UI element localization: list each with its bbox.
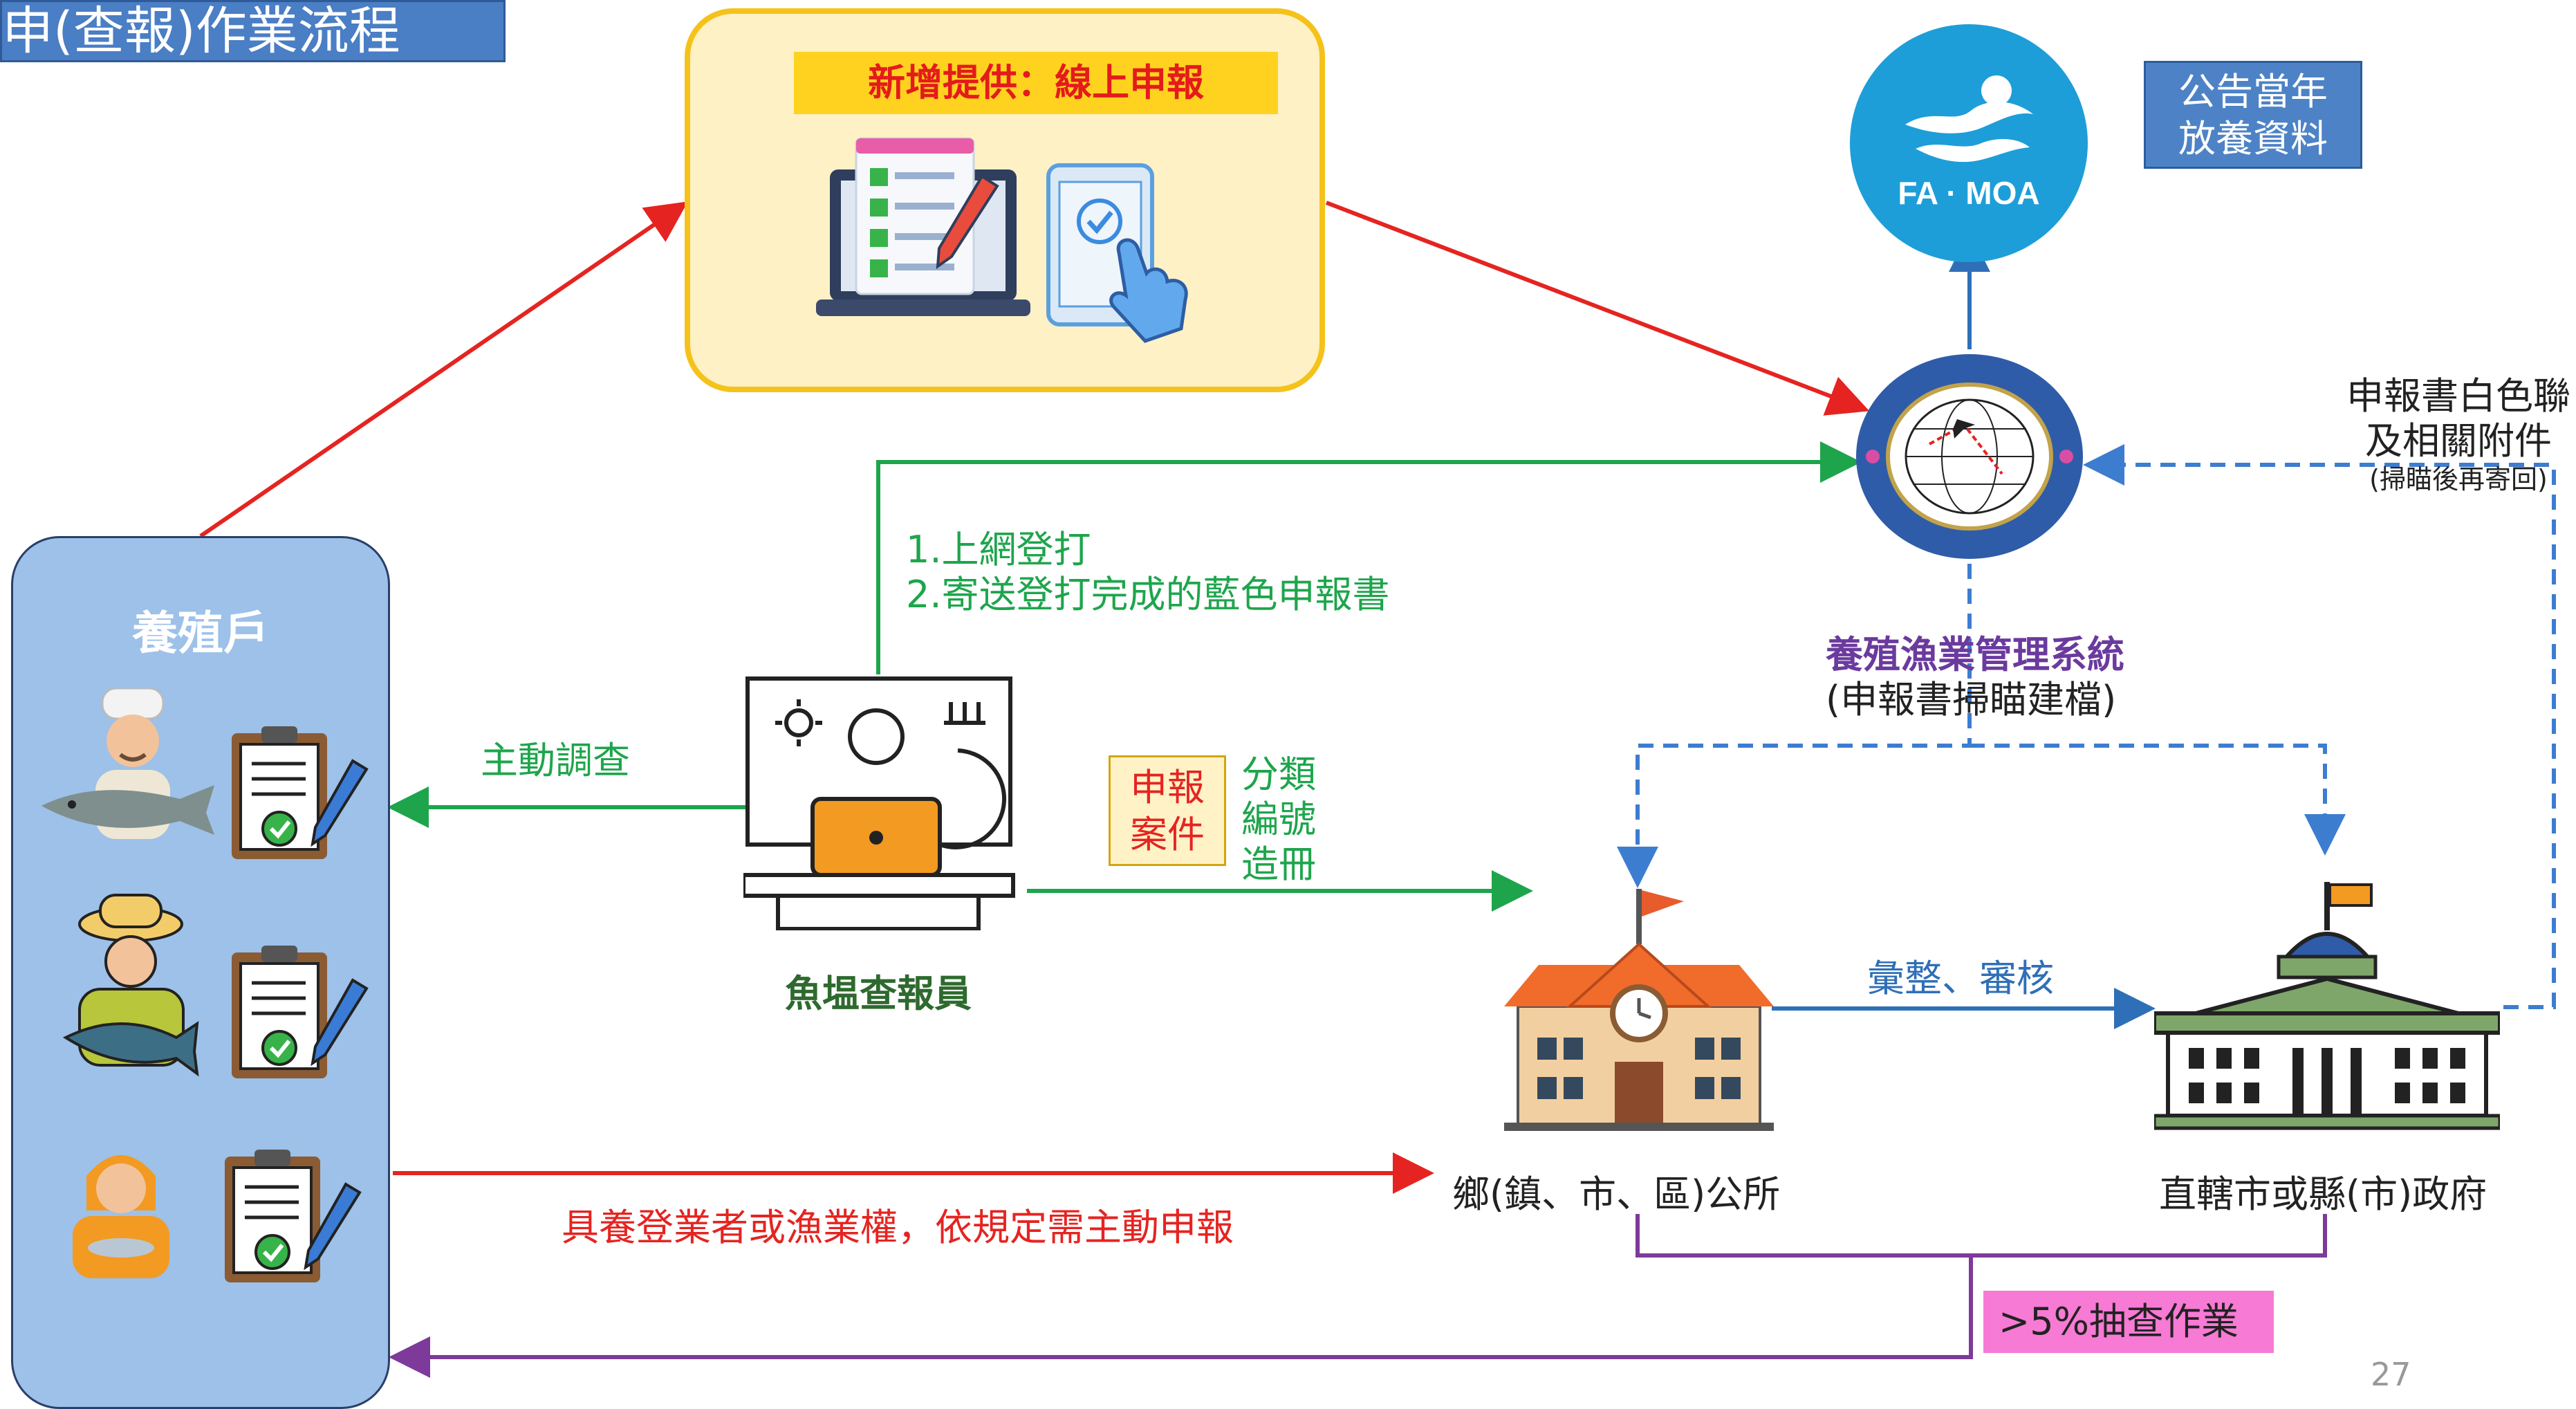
action-classify: 分類	[1241, 753, 1316, 796]
township-label: 鄉(鎮、市、區)公所	[1452, 1172, 1781, 1216]
annual-stock-notice: 公告當年 放養資料	[2144, 61, 2362, 169]
arrow-spot-check-to-farmers	[389, 1255, 1973, 1378]
notice-line-2: 放養資料	[2178, 117, 2328, 160]
page-number: 27	[2371, 1356, 2411, 1393]
action-number: 編號	[1241, 798, 1316, 841]
report-form-icon-3	[225, 1150, 362, 1282]
township-office-icon	[1504, 889, 1774, 1131]
female-farmer-icon	[73, 1155, 169, 1278]
return-note-line-1: 申報書白色聯	[2346, 374, 2570, 418]
self-report-label: 具養登業者或漁業權，依規定需主動申報	[562, 1206, 1234, 1249]
notice-line-1: 公告當年	[2178, 70, 2328, 113]
surveyor-desk-icon	[743, 676, 1015, 930]
slide-title: 申(查報)作業流程	[0, 0, 506, 62]
case-line-1: 申報	[1130, 766, 1205, 809]
report-form-icon-1	[232, 726, 369, 859]
return-note-line-3: (掃瞄後再寄回)	[2369, 464, 2548, 495]
farmer-with-fish-icon	[41, 688, 214, 839]
dashed-system-to-township	[1617, 564, 1972, 888]
system-seal-icon	[1856, 354, 2083, 559]
case-line-2: 案件	[1130, 813, 1205, 856]
system-name: 養殖漁業管理系統	[1826, 633, 2124, 676]
dashed-system-to-county	[1970, 744, 2346, 856]
return-note-line-2: 及相關附件	[2365, 419, 2552, 463]
fa-moa-logo-text: FA · MOA	[1898, 175, 2039, 211]
online-report-title: 新增提供：線上申報	[794, 52, 1278, 114]
county-label: 直轄市或縣(市)政府	[2159, 1172, 2487, 1216]
surveyor-step-1: 1.上網登打	[906, 528, 1091, 571]
farmers-title: 養殖戶	[132, 607, 269, 660]
surveyor-step-2: 2.寄送登打完成的藍色申報書	[906, 573, 1390, 616]
dashed-county-to-system	[2083, 444, 2556, 1009]
surveyor-name: 魚塭查報員	[785, 972, 972, 1015]
system-subtitle: (申報書掃瞄建檔)	[1826, 678, 2117, 721]
arrow-online-to-system	[1325, 201, 1870, 416]
action-register: 造冊	[1241, 842, 1316, 886]
report-case-box: 申報 案件	[1109, 755, 1226, 866]
arrow-farmers-to-online	[199, 201, 688, 538]
bracket-spot-check	[1636, 1214, 2327, 1258]
county-government-icon	[2154, 882, 2500, 1130]
mobile-tap-icon	[1046, 163, 1188, 343]
laptop-checklist-icon	[816, 137, 1030, 316]
fa-moa-logo: FA · MOA	[1850, 24, 2088, 262]
report-form-icon-2	[232, 946, 369, 1078]
review-label: 彙整、審核	[1867, 957, 2054, 1000]
spot-check-box: >5%抽查作業	[1983, 1291, 2274, 1353]
active-survey-label: 主動調查	[481, 739, 630, 782]
arrow-surveyor-to-system	[876, 441, 1862, 674]
fisher-with-hat-icon	[62, 894, 199, 1077]
